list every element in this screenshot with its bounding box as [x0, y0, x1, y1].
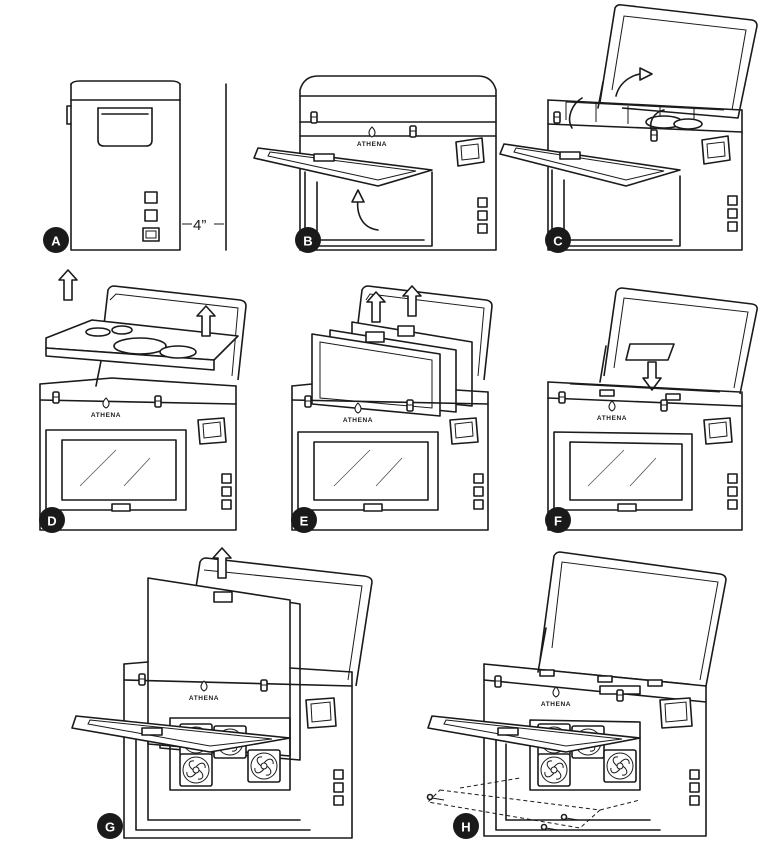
panel-h: ATHENA: [426, 551, 727, 837]
panel-g: ATHENA: [71, 547, 373, 839]
dimension-label: 4”: [193, 217, 206, 234]
panel-badge-c: C: [545, 227, 571, 253]
brand-logo-e: ATHENA: [343, 417, 373, 424]
fan-icon: [537, 753, 571, 787]
screw-icon: [426, 793, 445, 801]
panel-badge-e: E: [291, 507, 317, 533]
svg-text:H: H: [461, 820, 470, 835]
fan-icon: [603, 749, 637, 783]
panel-badge-b: B: [295, 227, 321, 253]
svg-text:A: A: [51, 234, 61, 249]
panel-badge-a: A: [43, 227, 69, 253]
panel-c: [499, 4, 758, 251]
brand-logo-f: ATHENA: [597, 415, 627, 422]
panel-badge-g: G: [97, 813, 123, 839]
fan-icon: [179, 753, 213, 787]
panel-e: ATHENA: [291, 285, 493, 531]
panel-a: 4”: [66, 80, 227, 251]
brand-logo-g: ATHENA: [189, 695, 219, 702]
panel-badge-f: F: [545, 507, 571, 533]
svg-text:B: B: [303, 234, 312, 249]
panel-d: ATHENA: [39, 269, 247, 531]
fan-icon: [247, 749, 281, 783]
svg-text:F: F: [554, 514, 562, 529]
panel-b: ATHENA: [253, 75, 497, 251]
svg-text:G: G: [105, 820, 115, 835]
svg-text:D: D: [47, 514, 56, 529]
svg-text:C: C: [553, 234, 563, 249]
svg-text:E: E: [300, 514, 309, 529]
brand-logo-d: ATHENA: [91, 412, 121, 419]
panel-badge-d: D: [39, 507, 65, 533]
panel-badge-h: H: [453, 813, 479, 839]
screw-icon: [540, 823, 559, 831]
screw-icon: [560, 813, 579, 821]
brand-logo-b: ATHENA: [357, 141, 387, 148]
panel-f: ATHENA: [547, 287, 758, 531]
brand-logo-h: ATHENA: [541, 701, 571, 708]
